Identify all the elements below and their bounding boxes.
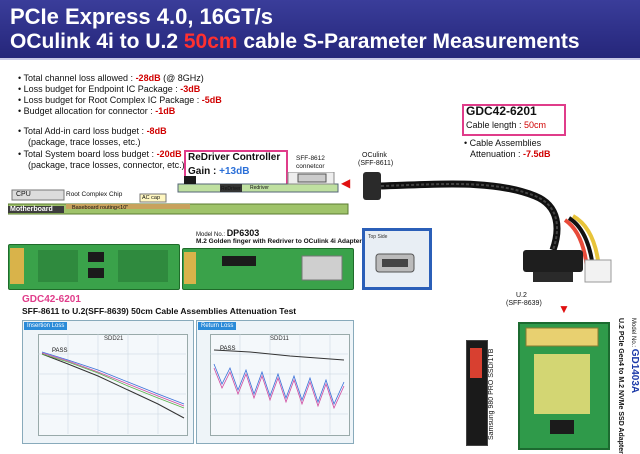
redriver-side-label: Redriver: [250, 185, 269, 191]
ssd-label: Samsung 980 PRO SSD/1TB: [488, 348, 495, 440]
test-title: SFF-8611 to U.2(SFF-8639) 50cm Cable Ass…: [22, 306, 297, 316]
oculink-spec: (SFF-8611): [358, 160, 394, 167]
redriver-chip-label: ReDriver: [221, 186, 241, 192]
arrow-left-icon: ◀: [341, 176, 351, 190]
top-side-label: Top Side: [368, 234, 388, 240]
sdd21-title: SDD21: [104, 336, 124, 342]
insertion-loss-tab: Insertion Loss: [24, 322, 68, 330]
header-banner: [0, 0, 640, 60]
gdc-attenuation: Attenuation : -7.5dB: [470, 149, 551, 159]
budget-system: • Total System board loss budget : -20dB: [18, 149, 182, 159]
dp6303-board-photo: [182, 248, 354, 290]
board-cross-section: [8, 172, 349, 215]
oculink-label: OCulink: [362, 152, 387, 159]
oculink-cable: [363, 172, 612, 283]
gd1403a-model: Model No.: GD1403A: [629, 318, 640, 394]
page-subtitle: OCulink 4i to U.2 50cm cable S-Parameter…: [10, 30, 580, 53]
budget-addin-sub: (package, trace losses, etc.): [28, 137, 141, 147]
return-loss-tab: Return Loss: [198, 322, 237, 330]
u2-label: U.2: [516, 292, 527, 299]
budget-system-sub: (package, trace losses, connector, etc.): [28, 160, 185, 170]
return-loss-curves: [210, 334, 348, 434]
budget-item-connector: • Budget allocation for connector : -1dB: [18, 106, 176, 116]
motherboard-label: Motherboard: [10, 206, 53, 213]
u2-spec: (SFF-8639): [506, 300, 542, 307]
budget-item-root: • Loss budget for Root Complex IC Packag…: [18, 95, 222, 105]
ssd-sticker: [470, 348, 482, 378]
gdc-box: [462, 104, 566, 136]
page-title: PCIe Express 4.0, 16GT/s: [10, 4, 273, 29]
arrow-down-icon: ▼: [558, 302, 570, 316]
adapter-model: Model No.: DP6303: [196, 228, 260, 238]
connector-label: connetcor: [296, 163, 325, 170]
redriver-title: ReDriver Controller: [188, 152, 281, 163]
redriver-gain: Gain : +13dB: [188, 166, 250, 177]
insertion-loss-curves: [38, 334, 186, 434]
baseboard-routing-label: Baseboard routing<10": [72, 205, 129, 211]
budget-item-endpoint: • Loss budget for Endpoint IC Package : …: [18, 84, 201, 94]
redriver-box: [184, 150, 288, 186]
return-pass-label: PASS: [220, 346, 236, 352]
root-complex-label: Root Complex Chip: [66, 191, 123, 198]
insertion-loss-plot: [38, 334, 188, 436]
test-model: GDC42-6201: [22, 294, 81, 305]
insertion-pass-label: PASS: [52, 348, 68, 354]
gd1403a-desc: U.2 PCIe Gen4 to M.2 NVMe SSD Adapter: [617, 318, 624, 454]
gdc-box-length: Cable length : 50cm: [466, 120, 547, 130]
gdc-box-model: GDC42-6201: [466, 104, 537, 118]
dp6303-board-parts: [184, 252, 343, 284]
gdc-assemblies: • Cable Assemblies: [464, 138, 542, 148]
oculink-port-icon: [375, 253, 415, 273]
ac-cap-label: AC cap: [142, 195, 161, 201]
adapter-desc: M.2 Golden finger with Redriver to OCuli…: [196, 238, 362, 245]
budget-addin: • Total Add-in card loss budget : -8dB: [18, 126, 167, 136]
budget-item-channel: • Total channel loss allowed : -28dB (@ …: [18, 73, 204, 83]
sff8612-label: SFF-8612: [296, 155, 325, 162]
cpu-label: CPU: [16, 191, 31, 198]
sdd11-title: SDD11: [270, 336, 289, 342]
gd1403a-board-parts: [525, 327, 599, 434]
m2-board-traces: [10, 248, 168, 284]
